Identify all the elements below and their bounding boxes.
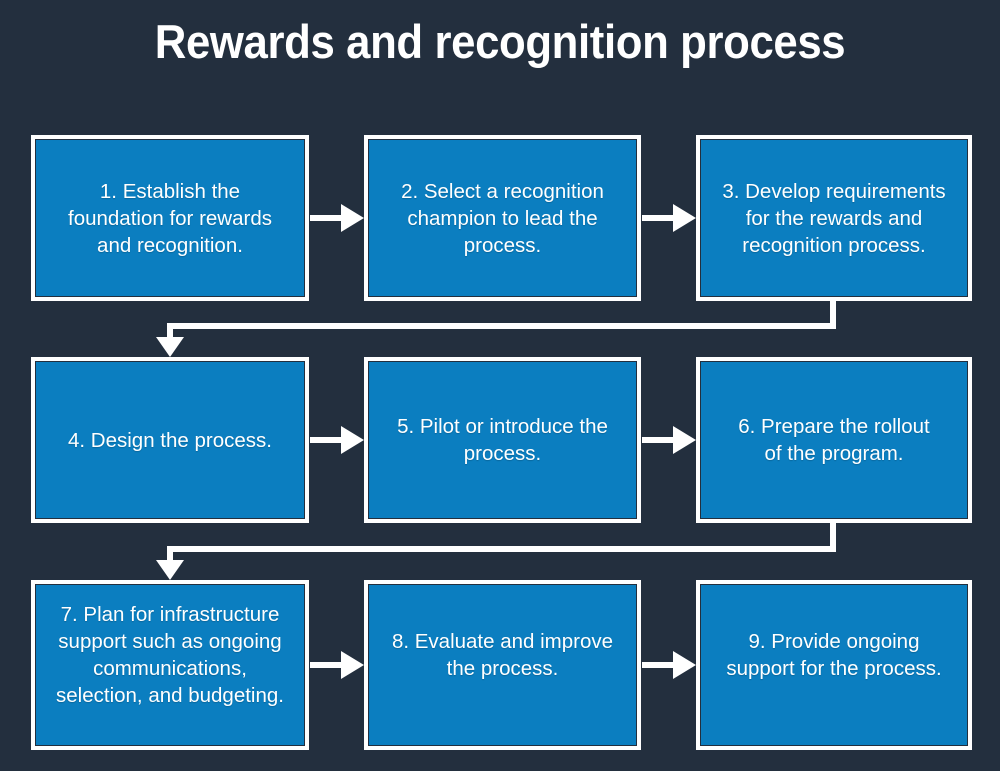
flow-node-3-label: 3. Develop requirements for the rewards … — [722, 179, 946, 257]
flow-node-4[interactable]: 4. Design the process. — [31, 357, 309, 523]
arrow-3-to-4 — [156, 301, 836, 357]
arrow-8-to-9 — [642, 651, 696, 679]
flow-node-4-label: 4. Design the process. — [68, 428, 272, 452]
flow-node-7-label: 7. Plan for infrastructure support such … — [56, 603, 284, 707]
flow-node-9-label: 9. Provide ongoing support for the proce… — [726, 630, 942, 680]
flow-node-5[interactable]: 5. Pilot or introduce the process. — [364, 357, 641, 523]
flow-node-1[interactable]: 1. Establish the foundation for rewards … — [31, 135, 309, 301]
arrow-7-to-8 — [310, 651, 364, 679]
flow-node-9[interactable]: 9. Provide ongoing support for the proce… — [696, 580, 972, 750]
flow-node-2-label: 2. Select a recognition champion to lead… — [401, 179, 604, 257]
page-title: Rewards and recognition process — [154, 15, 846, 68]
arrow-5-to-6 — [642, 426, 696, 454]
flow-node-5-label: 5. Pilot or introduce the process. — [397, 415, 608, 465]
flow-node-8[interactable]: 8. Evaluate and improve the process. — [364, 580, 641, 750]
arrow-4-to-5 — [310, 426, 364, 454]
flow-node-6-label: 6. Prepare the rollout of the program. — [738, 415, 930, 465]
flow-node-6[interactable]: 6. Prepare the rollout of the program. — [696, 357, 972, 523]
flow-node-2[interactable]: 2. Select a recognition champion to lead… — [364, 135, 641, 301]
arrow-2-to-3 — [642, 204, 696, 232]
flow-node-3[interactable]: 3. Develop requirements for the rewards … — [696, 135, 972, 301]
flow-node-1-label: 1. Establish the foundation for rewards … — [68, 179, 272, 257]
flow-node-8-label: 8. Evaluate and improve the process. — [391, 630, 614, 680]
arrow-1-to-2 — [310, 204, 364, 232]
arrow-6-to-7 — [156, 523, 836, 580]
flow-node-7[interactable]: 7. Plan for infrastructure support such … — [31, 580, 309, 750]
